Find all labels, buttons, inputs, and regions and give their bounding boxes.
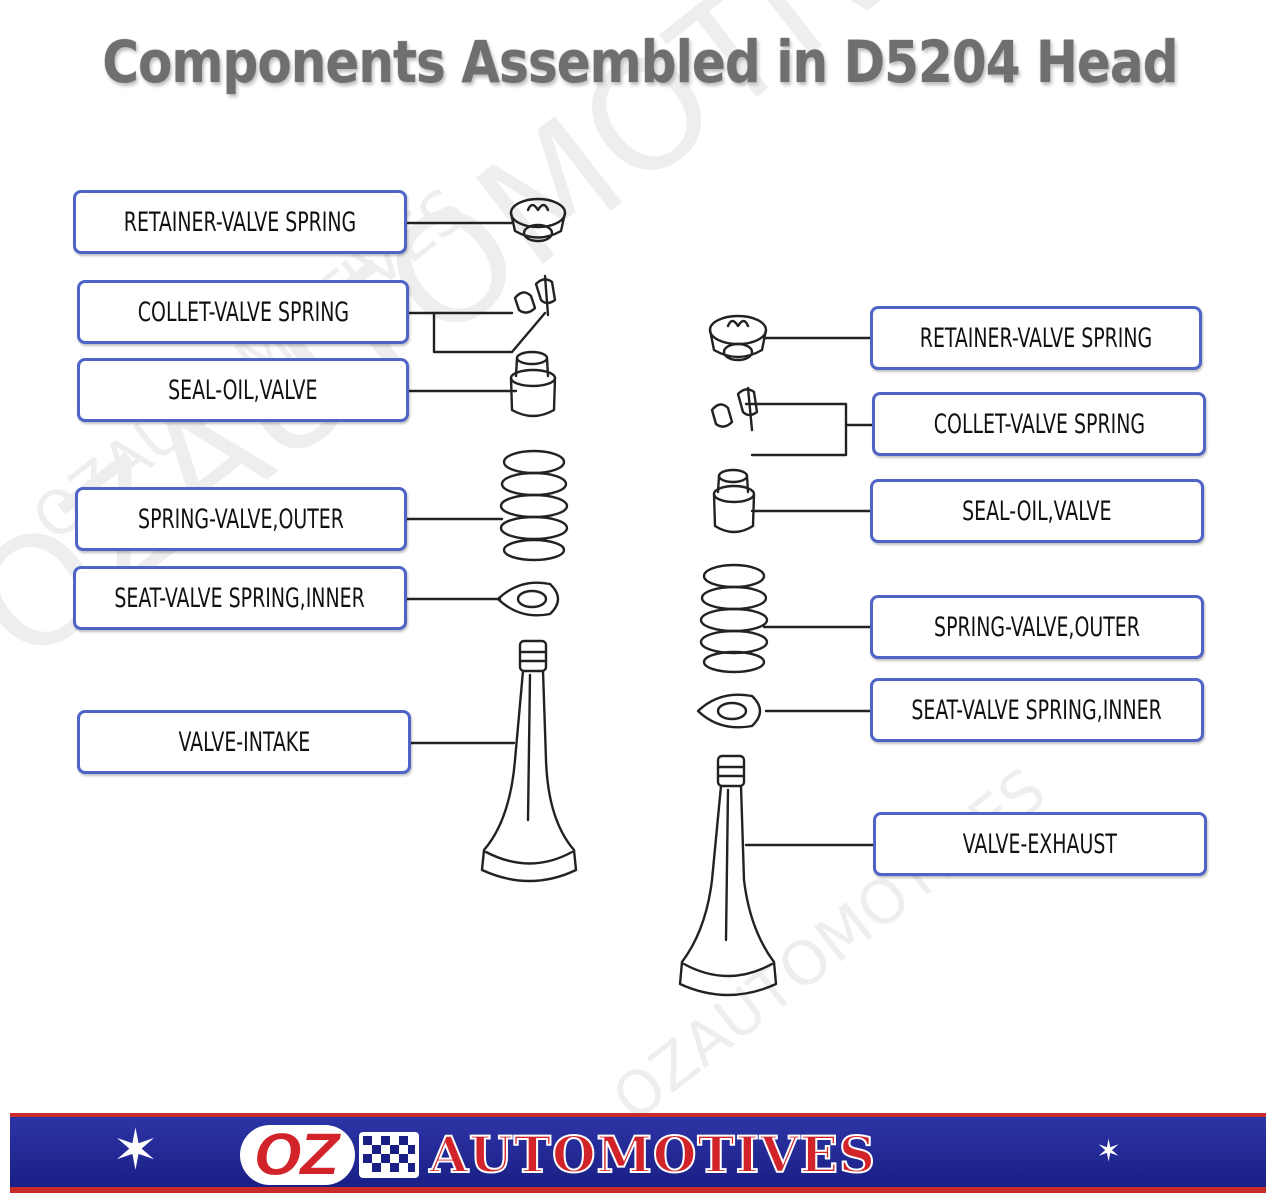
exhaust-valve-drawing [678,754,778,997]
intake-spring-drawing [499,449,569,562]
star-icon: ✶ [1096,1134,1122,1169]
exhaust-label-retainer: RETAINER-VALVE SPRING [870,306,1202,370]
intake-seal-drawing [509,350,557,418]
exhaust-seat-drawing [696,693,762,729]
logo-oz-text: OZ [240,1124,356,1186]
brand-logo: OZ AUTOMOTIVES [240,1124,877,1186]
exhaust-label-valve: VALVE-EXHAUST [873,812,1207,876]
exhaust-spring-drawing [699,563,769,674]
valve-parts-drawing [403,197,878,997]
exhaust-retainer-drawing [708,314,768,362]
intake-label-collet: COLLET-VALVE SPRING [77,280,409,344]
exhaust-label-collet-text: COLLET-VALVE SPRING [933,408,1145,440]
intake-label-collet-text: COLLET-VALVE SPRING [137,296,349,328]
exhaust-label-collet: COLLET-VALVE SPRING [872,392,1206,456]
exhaust-label-seal-text: SEAL-OIL,VALVE [962,495,1112,527]
brand-banner: ✶ ✶ OZ AUTOMOTIVES [10,1113,1266,1193]
page-title: Components Assembled in D5204 Head [102,28,1178,96]
exhaust-label-retainer-text: RETAINER-VALVE SPRING [919,322,1153,354]
intake-label-retainer: RETAINER-VALVE SPRING [73,190,407,254]
intake-label-retainer-text: RETAINER-VALVE SPRING [123,206,357,238]
intake-label-seat-text: SEAT-VALVE SPRING,INNER [114,582,366,614]
intake-retainer-drawing [509,197,567,243]
intake-leader-lines [403,221,547,745]
exhaust-label-valve-text: VALVE-EXHAUST [962,828,1118,860]
intake-label-valve: VALVE-INTAKE [77,710,411,774]
exhaust-collet-drawing [710,386,759,432]
intake-label-seal: SEAL-OIL,VALVE [77,358,409,422]
intake-valve-drawing [480,639,578,883]
exhaust-label-spring-text: SPRING-VALVE,OUTER [934,611,1140,643]
intake-collet-drawing [513,274,557,317]
exhaust-label-seal: SEAL-OIL,VALVE [870,479,1204,543]
logo-brand-text: AUTOMOTIVES [428,1124,877,1185]
intake-label-seat: SEAT-VALVE SPRING,INNER [73,566,407,630]
intake-label-spring: SPRING-VALVE,OUTER [75,487,407,551]
intake-label-spring-text: SPRING-VALVE,OUTER [138,503,344,535]
exhaust-label-seat-text: SEAT-VALVE SPRING,INNER [911,694,1163,726]
exhaust-seal-drawing [712,468,756,534]
exhaust-label-seat: SEAT-VALVE SPRING,INNER [870,678,1204,742]
checkered-flag-icon [359,1132,420,1178]
intake-label-valve-text: VALVE-INTAKE [178,726,310,758]
star-icon: ✶ [112,1118,159,1183]
intake-label-seal-text: SEAL-OIL,VALVE [168,374,318,406]
exhaust-leader-lines [744,336,878,847]
intake-seat-drawing [496,581,560,617]
exhaust-label-spring: SPRING-VALVE,OUTER [870,595,1204,659]
